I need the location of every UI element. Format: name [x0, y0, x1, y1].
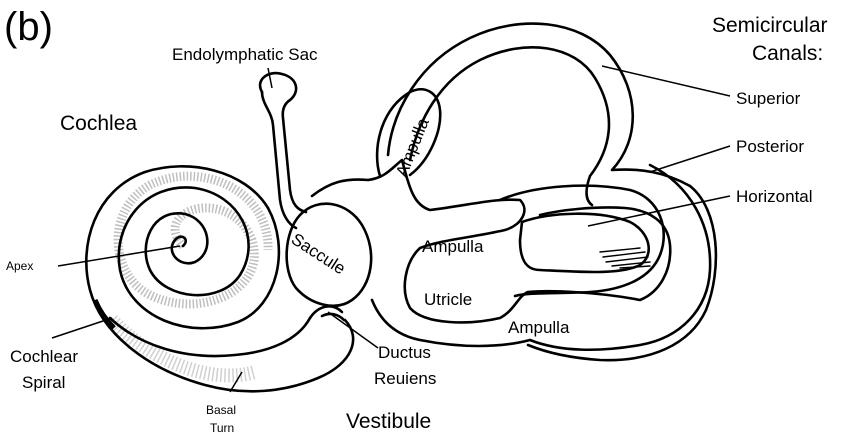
label-utricle: Utricle — [424, 290, 472, 309]
ductus-reuniens — [310, 306, 344, 320]
label-spiral: Spiral — [22, 373, 65, 392]
label-ampulla-superior: Ampulla — [392, 115, 433, 180]
label-ampulla-horizontal: Ampulla — [422, 237, 484, 256]
label-turn: Turn — [210, 421, 234, 435]
label-horizontal: Horizontal — [736, 187, 813, 206]
label-basal: Basal — [206, 403, 236, 417]
leader-superior — [602, 66, 730, 96]
horizontal-canal-inner — [520, 214, 649, 272]
leader-cochlear-spiral — [52, 318, 112, 338]
label-reuiens: Reuiens — [374, 369, 436, 388]
label-vestibule: Vestibule — [346, 410, 431, 433]
leader-posterior — [650, 146, 730, 172]
vestibular-drawing — [368, 24, 716, 361]
label-posterior: Posterior — [736, 137, 804, 156]
label-apex: Apex — [6, 259, 33, 273]
label-endolymphatic-sac: Endolymphatic Sac — [172, 45, 318, 64]
label-ductus: Ductus — [378, 343, 431, 362]
saccule-drawing — [260, 73, 371, 320]
horizontal-canal-hatching — [600, 248, 650, 268]
label-superior: Superior — [736, 89, 801, 108]
label-cochlea: Cochlea — [60, 112, 137, 135]
cochlea-drawing — [86, 166, 353, 391]
label-cochlear: Cochlear — [10, 347, 78, 366]
label-ampulla-posterior: Ampulla — [508, 318, 570, 337]
cochlear-spiral-shading — [118, 176, 268, 304]
label-saccule: Saccule — [288, 229, 349, 278]
leader-endolymphatic-sac — [268, 68, 272, 88]
panel-label: (b) — [4, 5, 53, 49]
horizontal-canal-outer — [500, 186, 664, 296]
endolymphatic-sac-outline — [260, 73, 306, 212]
basal-turn-shading — [112, 320, 255, 375]
cochlear-spiral-band — [95, 300, 114, 328]
leader-basal-turn — [230, 372, 242, 392]
label-canals: Canals: — [752, 42, 823, 65]
saccule-neck-top — [312, 180, 368, 196]
label-semicircular: Semicircular — [712, 14, 828, 37]
